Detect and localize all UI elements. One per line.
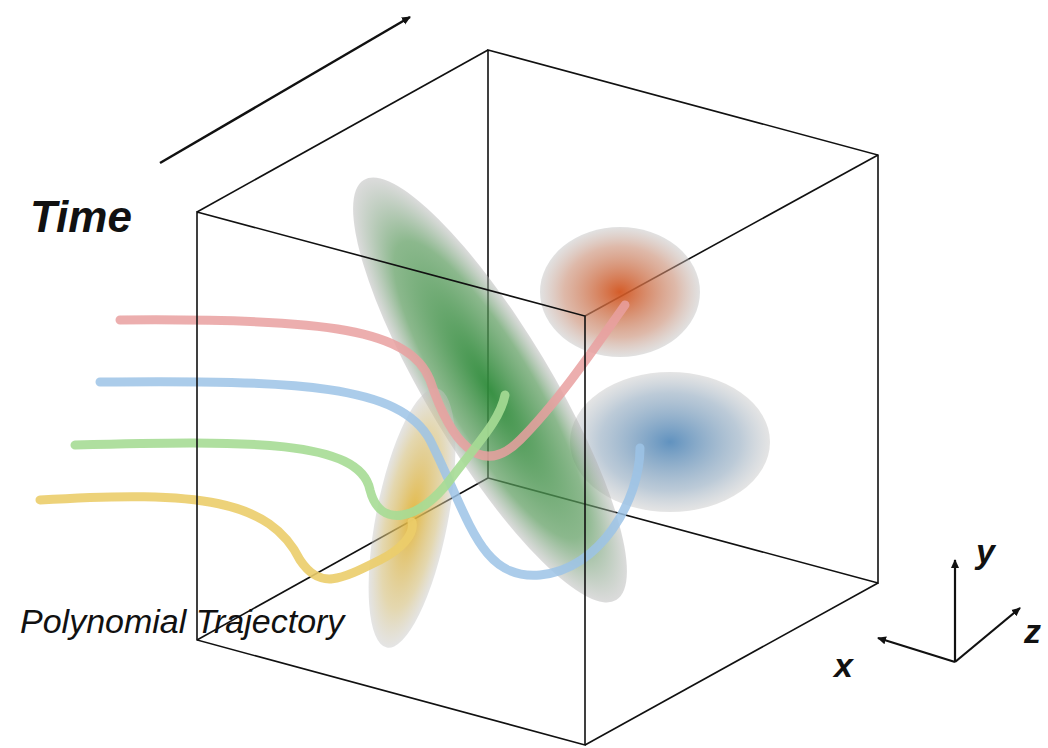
caption-label: Polynomial Trajectory [20,604,344,638]
time-arrow [160,17,410,163]
trajectories [40,305,640,579]
gaussian [540,227,700,357]
cube-front [197,212,585,745]
axes [878,560,1020,662]
axis-label: z [1024,614,1041,648]
axis-label: y [976,534,995,568]
axis-label: x [834,648,853,682]
axis-title: Time [30,195,132,239]
cube [197,50,878,745]
